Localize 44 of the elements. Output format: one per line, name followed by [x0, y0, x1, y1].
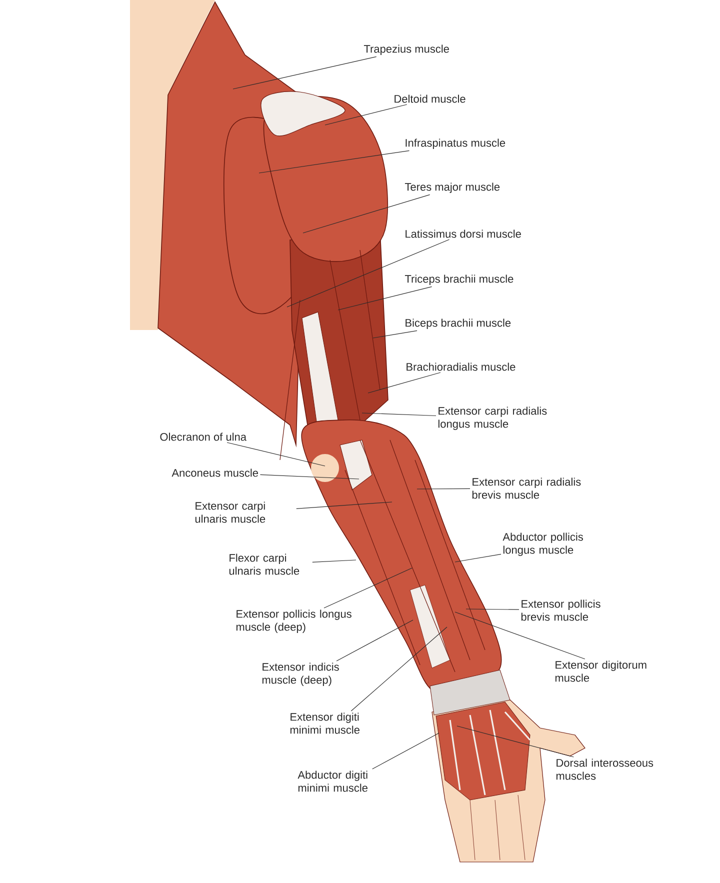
label-text: Trapezius muscle	[364, 44, 449, 55]
label-text: Brachioradialis muscle	[406, 362, 516, 371]
label-text: Abductor digiti minimi muscle	[298, 770, 368, 792]
leader-line	[258, 150, 410, 174]
label-text: Infraspinatus muscle	[406, 138, 506, 149]
leader-line	[324, 104, 408, 126]
label-text: Extensor pollicis longus muscle (deep)	[236, 610, 352, 633]
leader-line	[456, 726, 574, 758]
leader-line	[226, 442, 326, 466]
label-text: Extensor digitorum muscle	[555, 660, 646, 682]
leader-line	[296, 502, 392, 509]
leader-line	[338, 286, 432, 310]
leader-line	[336, 620, 414, 662]
leader-line	[350, 626, 448, 712]
leader-line	[260, 474, 360, 480]
leader-line	[324, 568, 412, 608]
label-text: Flexor carpi ulnaris muscle	[229, 554, 300, 575]
label-text: Triceps brachii muscle	[404, 274, 514, 285]
leader-line	[416, 488, 470, 490]
label-text: Extensor indicis muscle (deep)	[262, 662, 339, 686]
leader-line	[372, 330, 418, 338]
label-text: Extensor carpi ulnaris muscle	[195, 502, 266, 523]
label-text: Deltoid muscle	[394, 94, 466, 103]
label-text: Extensor digiti minimi muscle	[290, 712, 360, 734]
leader-line	[302, 194, 430, 234]
label-text: Extensor carpi radialis longus muscle	[438, 406, 547, 430]
leader-line	[232, 56, 377, 90]
label-text: Teres major muscle	[404, 182, 500, 193]
label-text: Extensor pollicis brevis muscle	[521, 600, 600, 621]
label-text: Latissimus dorsi muscle	[406, 230, 521, 238]
leader-line	[454, 554, 502, 562]
label-text: Extensor carpi radialis brevis muscle	[472, 478, 581, 499]
leader-line	[466, 608, 520, 610]
leader-line	[454, 612, 586, 660]
label-text: Abductor pollicis longus muscle	[502, 532, 583, 556]
leader-line	[286, 239, 450, 308]
leader-line	[368, 372, 441, 394]
leader-line	[362, 412, 436, 416]
label-text: Olecranon of ulna	[160, 432, 247, 441]
label-text: Dorsal interosseous muscles	[556, 758, 654, 780]
leader-line	[372, 732, 440, 770]
label-text: Biceps brachii muscle	[406, 318, 511, 329]
label-text: Anconeus muscle	[172, 468, 258, 477]
leader-line	[312, 560, 356, 562]
